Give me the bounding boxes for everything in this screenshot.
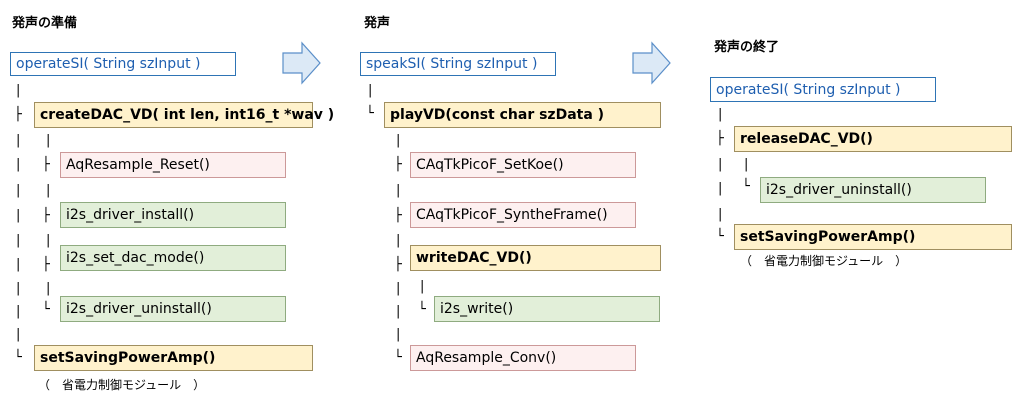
tree-line: | [718,207,723,222]
heading-speak: 発声 [364,16,391,31]
operate-si-box: operateSI( String szInput ) [10,52,236,76]
tree-branch: ├ [14,107,22,122]
setkoe-box: CAqTkPicoF_SetKoe() [410,152,636,178]
resample-reset-box: AqResample_Reset() [60,152,286,178]
tree-line: | [46,233,51,248]
tree-end: └ [418,302,426,317]
tree-branch: ├ [42,257,50,272]
tree-line: | [46,281,51,296]
play-vd-box: playVD(const char szData ) [384,102,661,128]
tree-line: | [16,183,21,198]
tree-end: └ [394,350,402,365]
tree-line: | [16,83,21,98]
tree-line: | [46,133,51,148]
tree-line: | [718,107,723,122]
tree-line: | [16,233,21,248]
saving-power-amp-box: setSavingPowerAmp() [34,345,313,371]
tree-line: | [396,233,401,248]
heading-end: 発声の終了 [714,40,780,55]
create-dac-box: createDAC_VD( int len, int16_t *wav ) [34,102,334,128]
resample-conv-box: AqResample_Conv() [410,345,636,371]
tree-end: └ [366,106,374,121]
tree-line: | [16,281,21,296]
tree-line: | [16,157,21,172]
tree-branch: ├ [42,208,50,223]
tree-line: | [16,133,21,148]
tree-line: | [718,157,723,172]
tree-branch: ├ [394,257,402,272]
tree-line: | [396,304,401,319]
tree-line: | [368,83,373,98]
tree-line: | [46,183,51,198]
tree-line: | [420,279,425,294]
saving-power-amp-end-box: setSavingPowerAmp() [734,224,1012,250]
tree-end: └ [716,229,724,244]
tree-branch: ├ [42,157,50,172]
tree-line: | [396,183,401,198]
heading-prepare: 発声の準備 [12,16,78,31]
tree-line: | [718,181,723,196]
release-dac-box: releaseDAC_VD() [734,126,1012,152]
set-dac-mode-box: i2s_set_dac_mode() [60,245,286,271]
power-module-note-end: （ 省電力制御モジュール ） [740,254,908,268]
tree-line: | [396,133,401,148]
driver-uninstall-box: i2s_driver_uninstall() [60,296,286,322]
tree-end: └ [742,179,750,194]
tree-line: | [744,157,749,172]
tree-line: | [16,304,21,319]
tree-end: └ [14,350,22,365]
i2s-write-box: i2s_write() [434,296,660,322]
tree-branch: ├ [394,208,402,223]
tree-end: └ [42,302,50,317]
driver-install-box: i2s_driver_install() [60,202,286,228]
speak-si-box: speakSI( String szInput ) [360,52,556,76]
tree-line: | [396,281,401,296]
flow-arrow-2 [632,41,671,85]
operate-si-end-box: operateSI( String szInput ) [710,77,936,102]
write-dac-box: writeDAC_VD() [410,245,661,271]
tree-line: | [16,257,21,272]
tree-line: | [16,208,21,223]
tree-line: | [396,327,401,342]
tree-branch: ├ [716,131,724,146]
synthe-frame-box: CAqTkPicoF_SyntheFrame() [410,202,636,228]
driver-uninstall-end-box: i2s_driver_uninstall() [760,177,986,203]
tree-branch: ├ [394,157,402,172]
flow-arrow-1 [282,41,321,85]
tree-line: | [16,327,21,342]
power-module-note: （ 省電力制御モジュール ） [38,378,206,392]
